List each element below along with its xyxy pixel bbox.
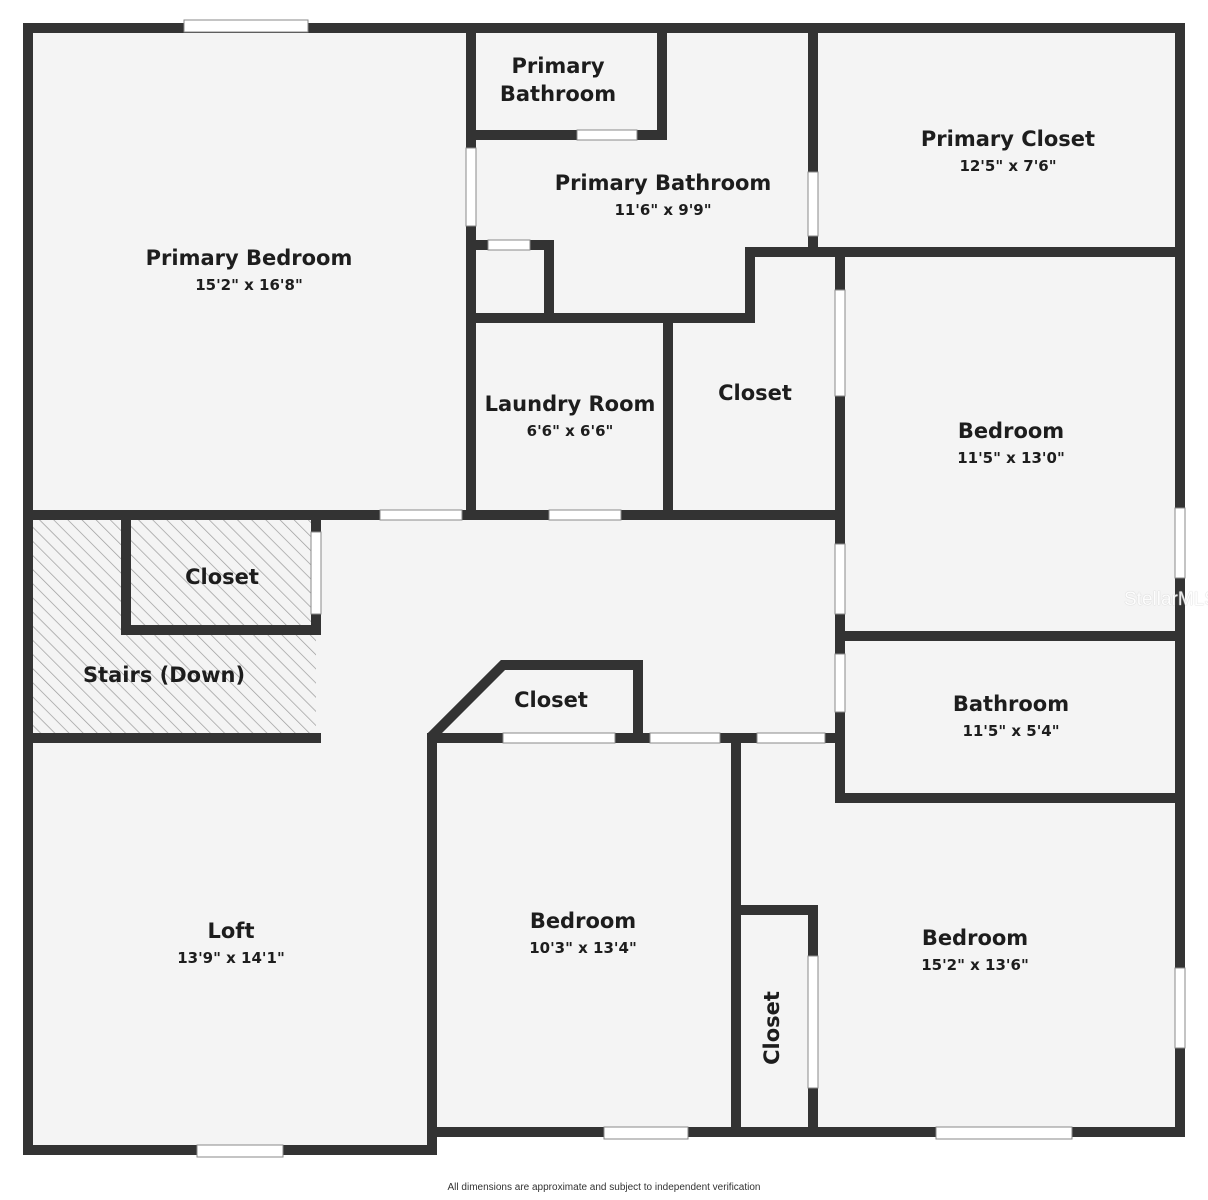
label-loft: Loft bbox=[208, 919, 255, 943]
door-wc bbox=[576, 129, 638, 141]
window-bottom-right-bedroom bbox=[935, 1126, 1073, 1140]
label-closet-mid: Closet bbox=[718, 381, 792, 405]
label-primary-closet: Primary Closet bbox=[921, 127, 1095, 151]
door-center-bedroom bbox=[649, 732, 721, 744]
room-labels: Primary Bedroom 15'2" x 16'8" Primary Ba… bbox=[83, 54, 1095, 1065]
label-closet-vertical: Closet bbox=[760, 991, 784, 1065]
label-bathroom: Bathroom bbox=[953, 692, 1069, 716]
dims-primary-bathroom: 11'6" x 9'9" bbox=[614, 201, 711, 219]
openings bbox=[183, 19, 1186, 1158]
door-bottom-right-bedroom bbox=[756, 732, 826, 744]
dims-bedroom-right: 11'5" x 13'0" bbox=[957, 449, 1065, 467]
dims-laundry-room: 6'6" x 6'6" bbox=[527, 422, 614, 440]
door-vertical-closet bbox=[807, 955, 819, 1089]
label-bedroom-right: Bedroom bbox=[958, 419, 1064, 443]
label-primary-bathroom: Primary Bathroom bbox=[555, 171, 772, 195]
watermark: StellarMLS bbox=[1124, 589, 1208, 610]
dims-bedroom-center: 10'3" x 13'4" bbox=[529, 939, 637, 957]
label-closet-left: Closet bbox=[185, 565, 259, 589]
door-bedroom-right bbox=[834, 543, 846, 615]
label-primary-bedroom: Primary Bedroom bbox=[146, 246, 353, 270]
dims-primary-closet: 12'5" x 7'6" bbox=[959, 157, 1056, 175]
label-closet-center: Closet bbox=[514, 688, 588, 712]
label-primary-bath-wc-line1: Primary bbox=[511, 54, 604, 78]
dims-bathroom: 11'5" x 5'4" bbox=[962, 722, 1059, 740]
door-small-closet bbox=[487, 239, 531, 251]
label-primary-bath-wc-line2: Bathroom bbox=[500, 82, 616, 106]
door-bath-to-closet bbox=[807, 171, 819, 237]
dims-bedroom-bottom-right: 15'2" x 13'6" bbox=[921, 956, 1029, 974]
label-stairs: Stairs (Down) bbox=[83, 663, 245, 687]
window-bottom-right-side bbox=[1174, 967, 1186, 1049]
window-bedroom-right bbox=[1174, 507, 1186, 579]
disclaimer-footer: All dimensions are approximate and subje… bbox=[447, 1182, 761, 1193]
window-center-bedroom bbox=[603, 1126, 689, 1140]
door-bath-from-bedroom bbox=[465, 147, 477, 227]
label-laundry-room: Laundry Room bbox=[485, 392, 656, 416]
door-bathroom bbox=[834, 653, 846, 713]
floor-area bbox=[24, 24, 1184, 1152]
door-laundry bbox=[548, 509, 622, 521]
label-bedroom-bottom-right: Bedroom bbox=[922, 926, 1028, 950]
window-primary-bedroom bbox=[183, 19, 309, 33]
label-bedroom-center: Bedroom bbox=[530, 909, 636, 933]
door-center-closet bbox=[502, 732, 616, 744]
window-loft bbox=[196, 1144, 284, 1158]
dims-loft: 13'9" x 14'1" bbox=[177, 949, 285, 967]
door-primary-bedroom bbox=[379, 509, 463, 521]
door-closet-mid bbox=[834, 289, 846, 397]
door-left-closet bbox=[310, 531, 322, 615]
dims-primary-bedroom: 15'2" x 16'8" bbox=[195, 276, 303, 294]
